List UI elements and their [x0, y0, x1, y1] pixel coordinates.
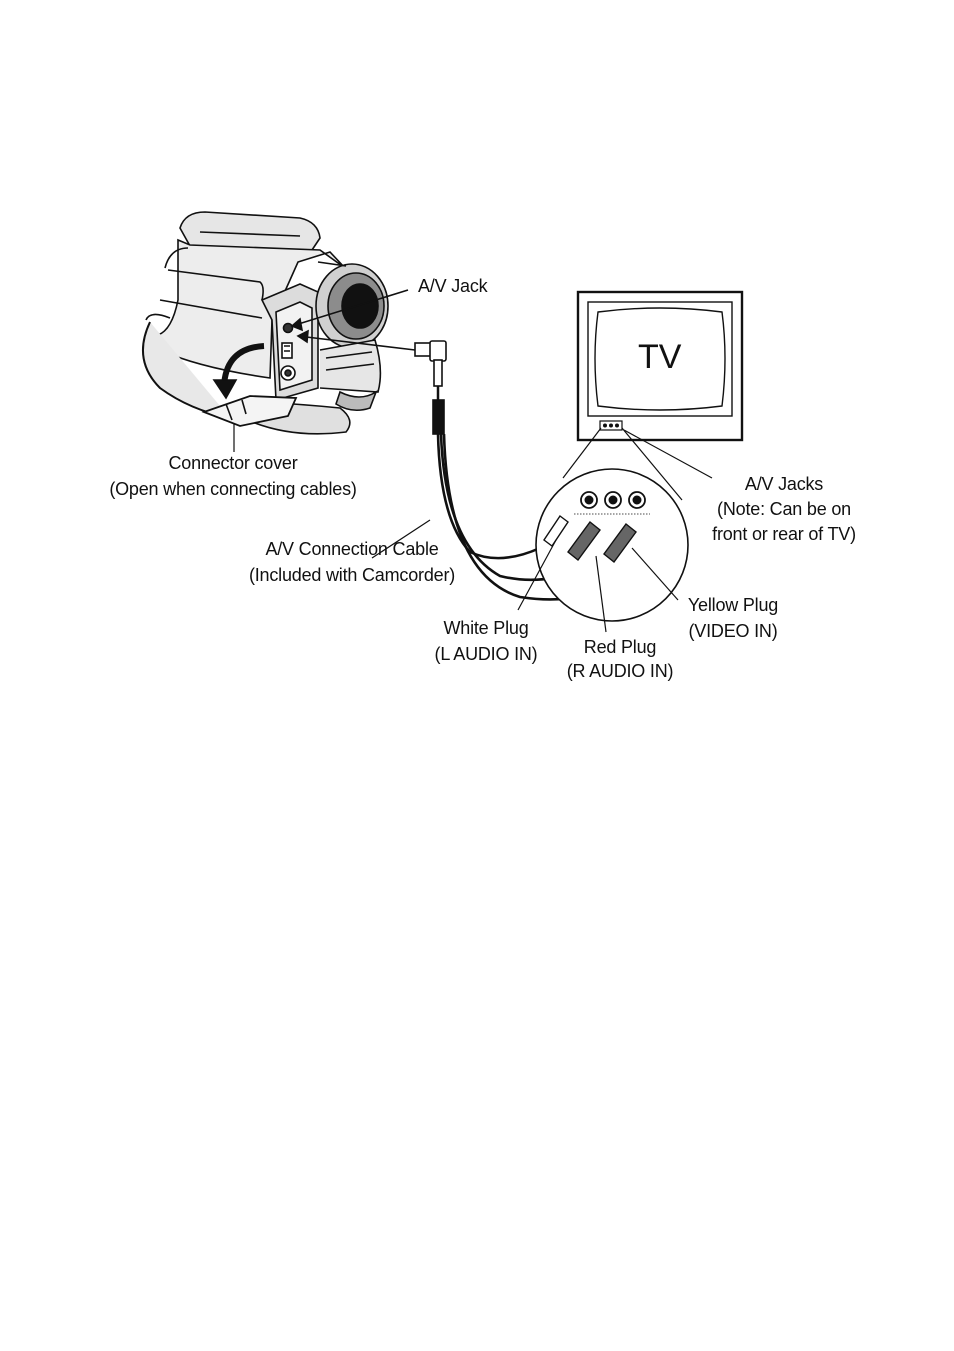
connector-cover-note: (Open when connecting cables): [109, 478, 356, 500]
av-jacks-label: A/V Jacks: [745, 473, 823, 495]
red-plug-label: Red Plug: [584, 636, 656, 658]
magnified-jacks-view: [536, 428, 712, 621]
white-plug-note: (L AUDIO IN): [435, 643, 538, 665]
white-plug-label: White Plug: [443, 617, 528, 639]
av-jack-label: A/V Jack: [418, 275, 487, 297]
av-jacks-note-line1: (Note: Can be on: [717, 498, 851, 520]
connector-cover-label: Connector cover: [168, 452, 297, 474]
camcorder-illustration: [143, 212, 388, 452]
yellow-plug-note: (VIDEO IN): [688, 620, 777, 642]
yellow-plug-label: Yellow Plug: [688, 594, 778, 616]
cable-label: A/V Connection Cable: [265, 538, 438, 560]
av-jacks-note-line2: front or rear of TV): [712, 523, 856, 545]
tv-screen-label: TV: [638, 338, 681, 377]
cable-note: (Included with Camcorder): [249, 564, 455, 586]
red-plug-note: (R AUDIO IN): [567, 660, 674, 682]
